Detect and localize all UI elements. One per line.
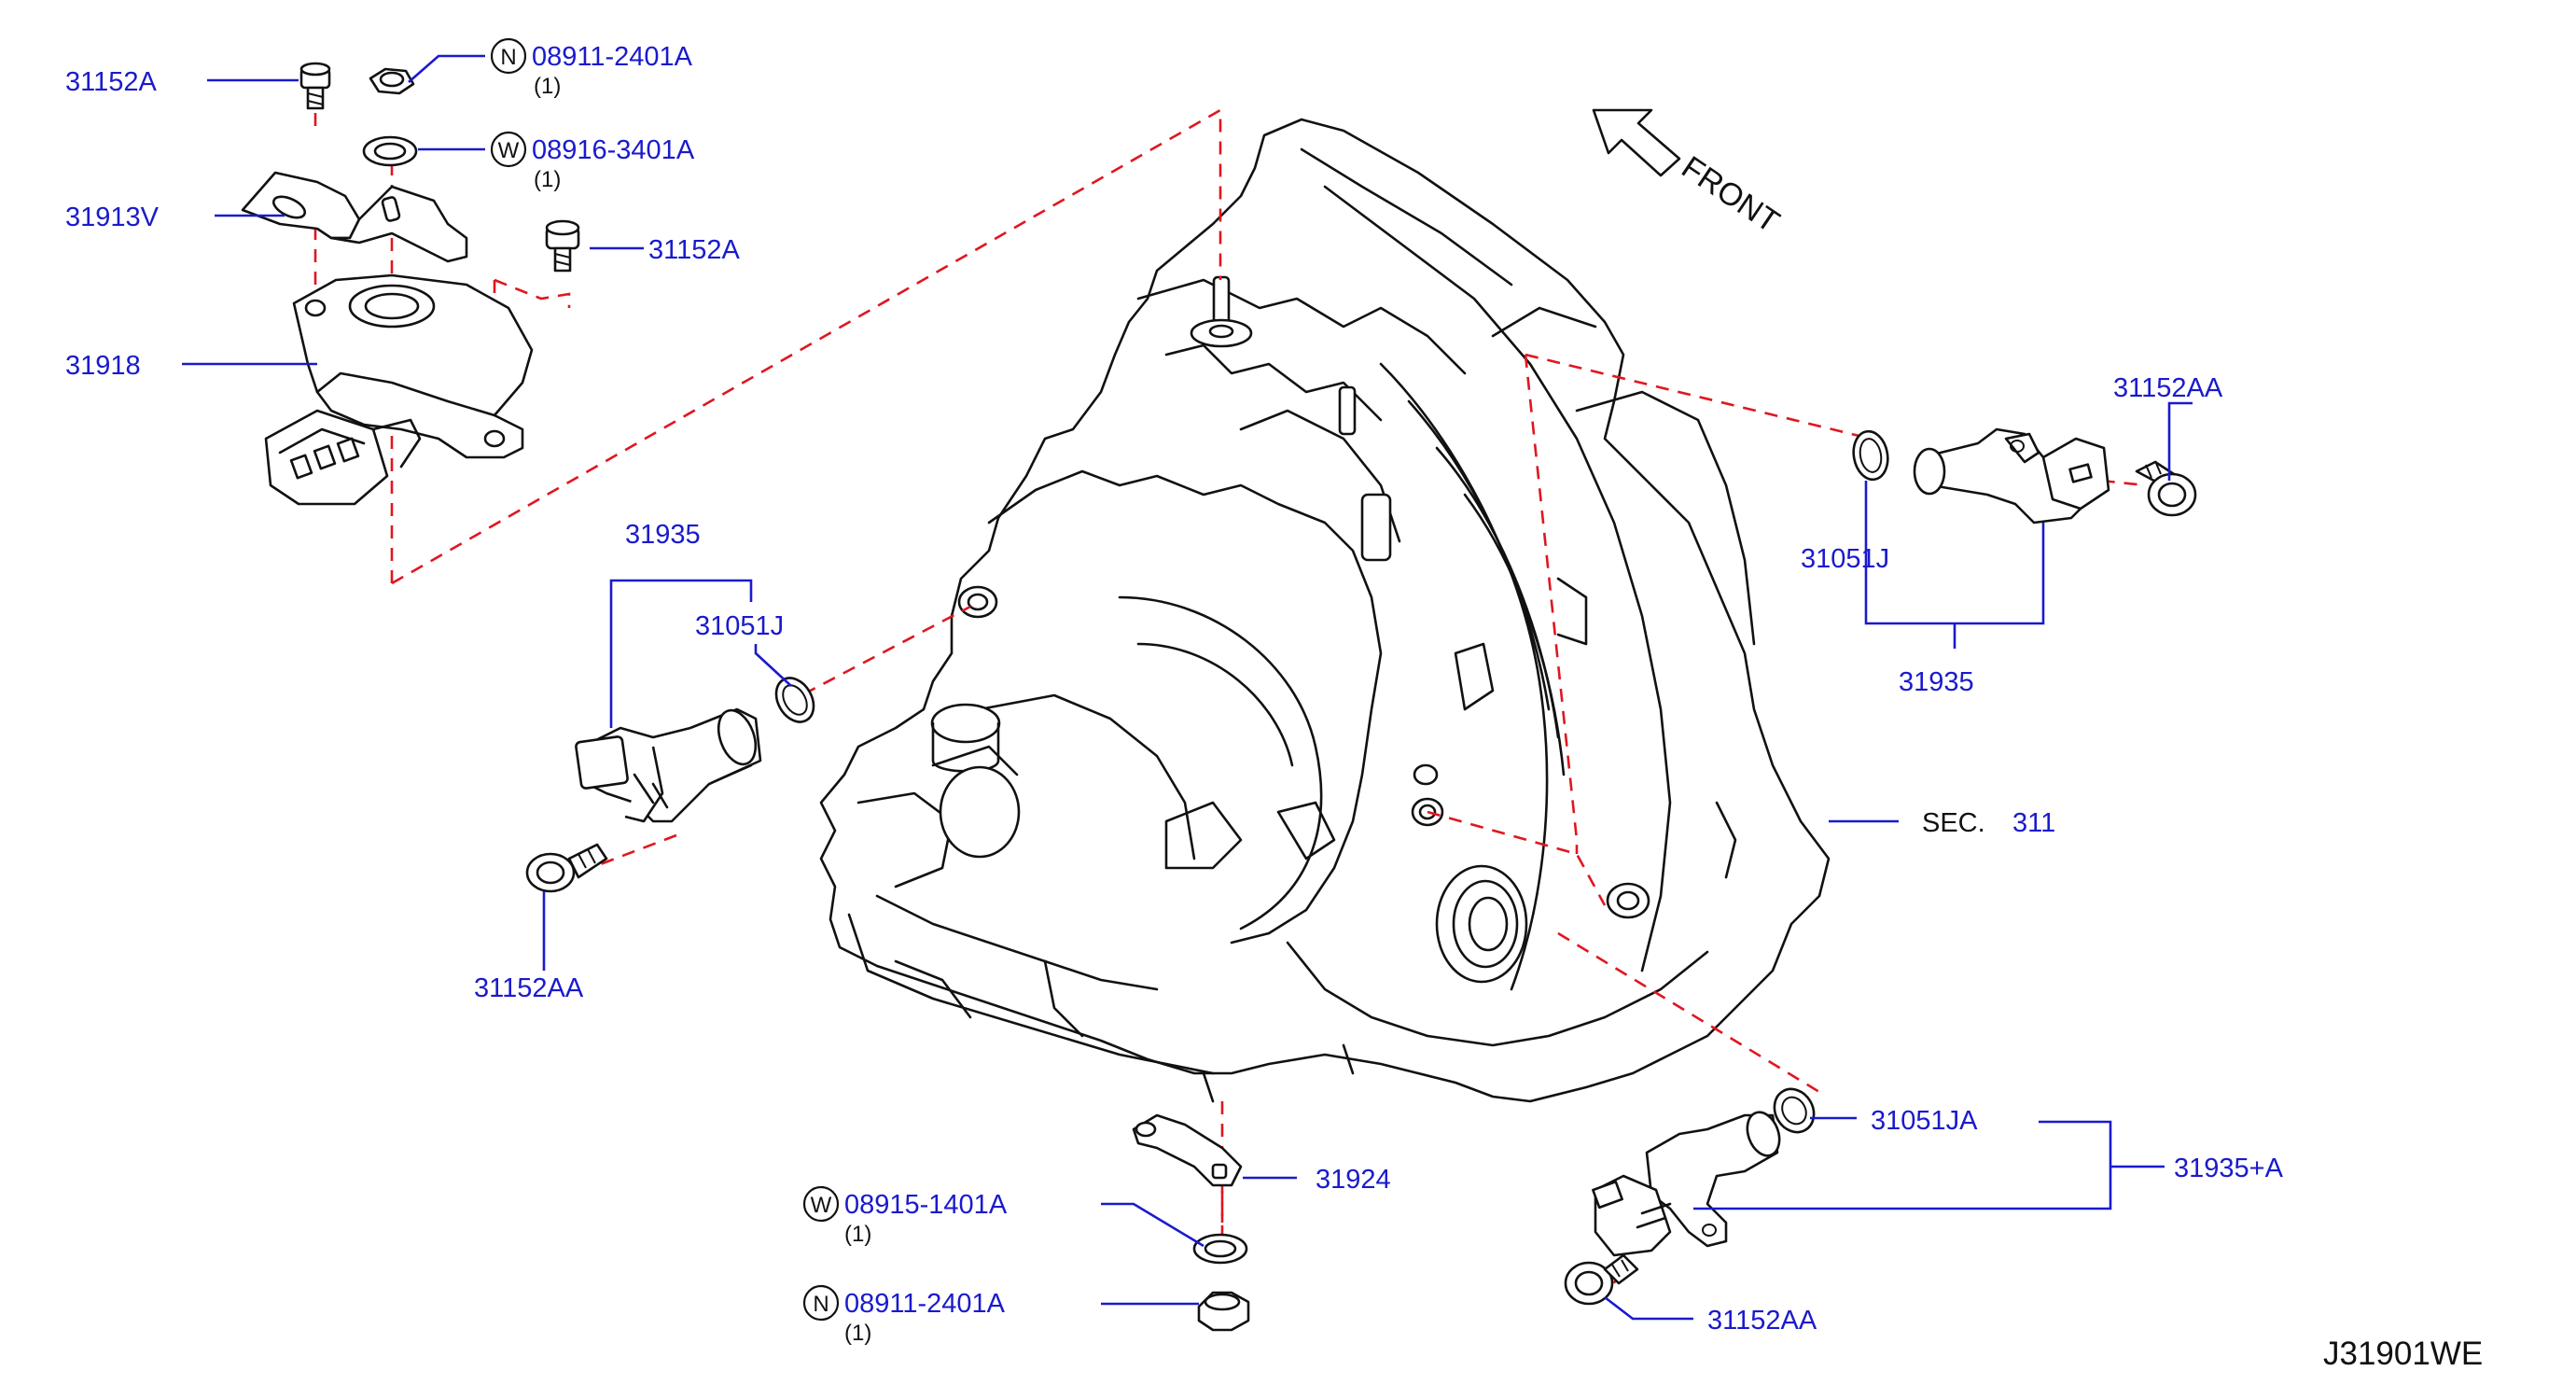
label-nut-top: 08911-2401A	[532, 42, 693, 72]
nut-bottom	[1197, 1291, 1250, 1332]
lever-31924	[1132, 1113, 1243, 1187]
bolt-31152a-top	[299, 62, 331, 110]
leader-lines	[182, 54, 2193, 1321]
qty-nut-top: (1)	[534, 74, 561, 99]
bolt-31152a-right	[545, 219, 580, 273]
label-31935a: 31935+A	[2174, 1154, 2284, 1183]
qty-washer-bottom: (1)	[844, 1222, 871, 1247]
washer-bottom	[1192, 1233, 1248, 1265]
washer-prefix-top: W	[498, 138, 520, 163]
switch-31918	[264, 273, 534, 506]
washer-top	[362, 135, 418, 167]
label-nut-bottom: 08911-2401A	[844, 1289, 1006, 1319]
section-prefix: SEC.	[1922, 808, 1985, 838]
label-31935-right: 31935	[1899, 667, 1974, 697]
sensor-31935a-bottom-right	[1592, 1111, 1781, 1257]
label-31913v: 31913V	[65, 203, 160, 232]
section-number: 311	[2012, 808, 2055, 838]
label-31152aa-bottom-right: 31152AA	[1707, 1306, 1817, 1336]
label-washer-top: 08916-3401A	[532, 135, 695, 165]
bolt-31152aa-bottom-right	[1564, 1253, 1639, 1306]
nut-top	[369, 67, 415, 95]
nut-prefix-bottom: N	[813, 1292, 828, 1317]
bracket-31913v	[241, 171, 468, 263]
washer-prefix-bottom: W	[811, 1193, 832, 1218]
bolt-31152aa-left	[525, 843, 608, 893]
oring-31051j-right	[1852, 429, 1889, 482]
oring-31051ja-bottom-right	[1773, 1087, 1816, 1134]
sensor-31935-right	[1913, 427, 2110, 525]
front-label: FRONT	[1676, 149, 1786, 240]
transmission-case	[819, 118, 1831, 1103]
nut-symbol-icon	[490, 37, 527, 75]
label-31918: 31918	[65, 351, 141, 381]
nut-symbol-bottom-icon	[802, 1284, 840, 1322]
nut-prefix-top: N	[500, 45, 516, 70]
washer-symbol-icon	[490, 131, 527, 168]
label-31051ja: 31051JA	[1871, 1106, 1978, 1136]
sensor-31935-left	[575, 707, 762, 823]
label-washer-bottom: 08915-1401A	[844, 1190, 1008, 1220]
label-31152aa-right-top: 31152AA	[2113, 373, 2223, 403]
washer-symbol-bottom-icon	[802, 1185, 840, 1223]
qty-washer-top: (1)	[534, 167, 561, 192]
bolt-31152aa-right-top	[2135, 460, 2197, 517]
front-arrow-icon	[1592, 108, 1681, 177]
label-31924: 31924	[1316, 1165, 1391, 1195]
label-31152a-top: 31152A	[65, 67, 157, 97]
label-31051j-right: 31051J	[1801, 544, 1889, 574]
label-31152aa-left: 31152AA	[474, 973, 584, 1003]
label-31935-left: 31935	[625, 520, 701, 550]
callout-labels: 31152A N 08911-2401A (1) W 08916-3401A (…	[65, 37, 2284, 1346]
label-31152a-right: 31152A	[648, 235, 740, 265]
diagram-code: J31901WE	[2323, 1336, 2483, 1372]
oring-31051j-left	[774, 677, 815, 723]
qty-nut-bottom: (1)	[844, 1321, 871, 1346]
label-31051j-left: 31051J	[695, 611, 784, 641]
